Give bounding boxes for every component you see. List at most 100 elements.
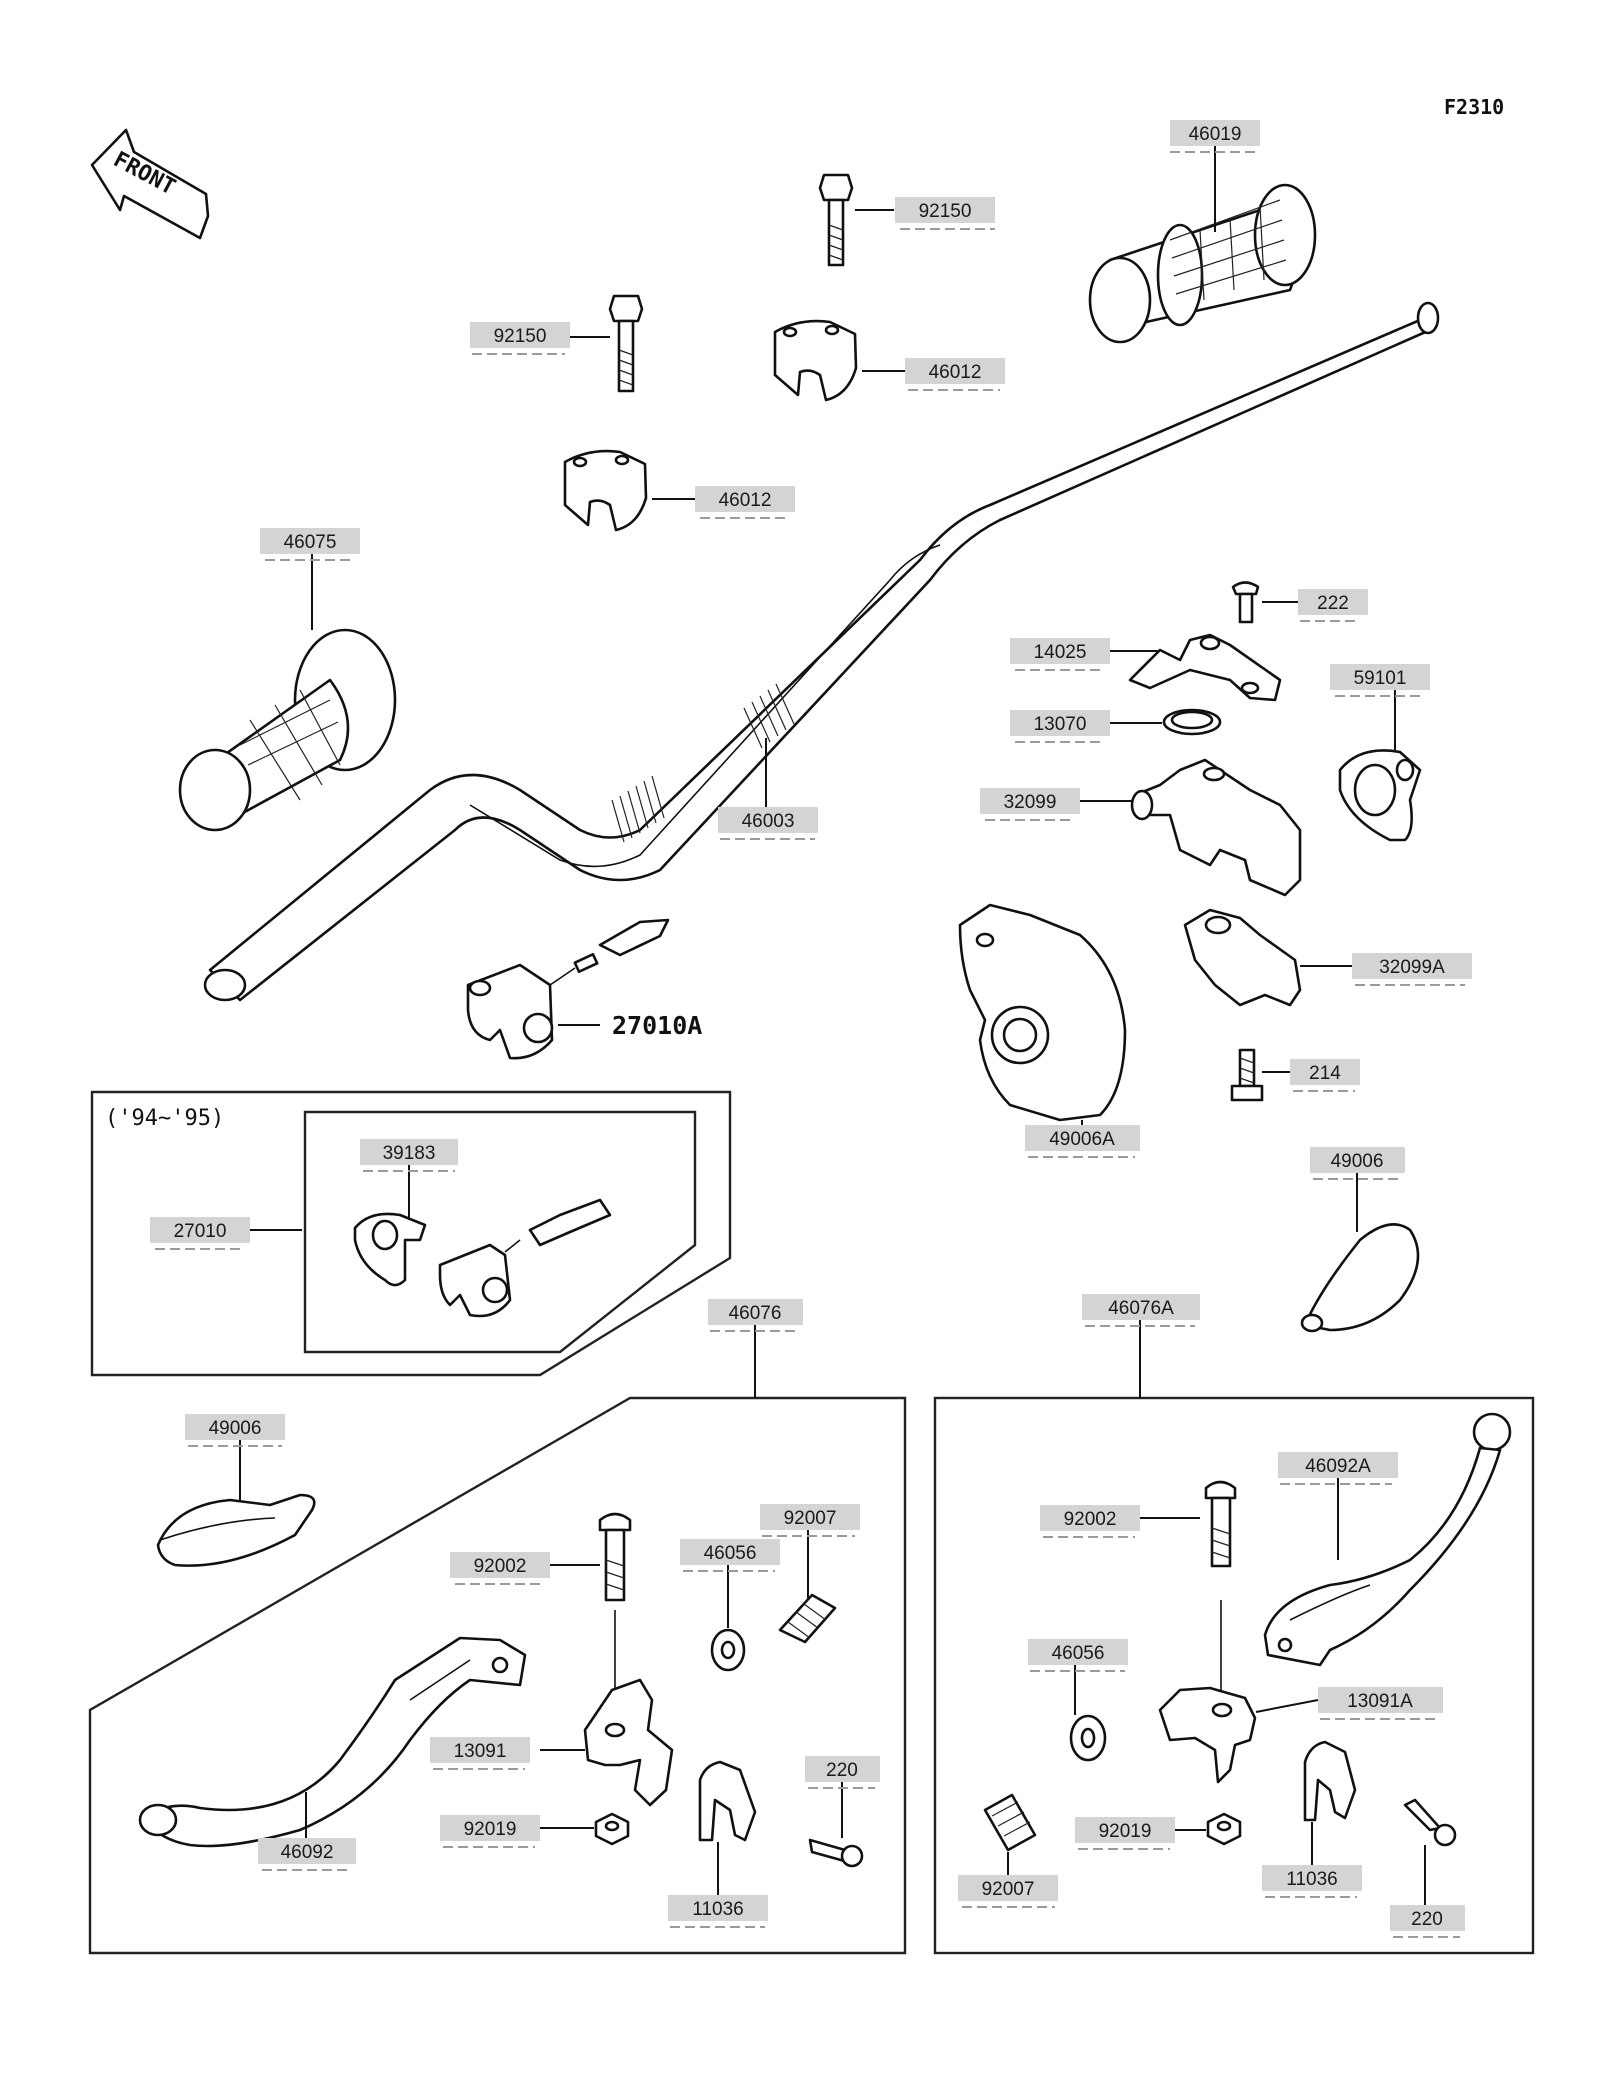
bolt-92150-upper: [818, 173, 854, 267]
holder-13091A: [1158, 1686, 1257, 1784]
svg-text:46092: 46092: [281, 1842, 334, 1863]
svg-text:13091A: 13091A: [1347, 1691, 1413, 1712]
part-label-214: 214: [1290, 1059, 1360, 1092]
svg-text:214: 214: [1309, 1063, 1341, 1084]
svg-text:92007: 92007: [784, 1508, 837, 1529]
svg-text:46003: 46003: [742, 811, 795, 832]
part-label-46076: 46076: [708, 1299, 803, 1332]
part-label-27010A: 27010A: [612, 1011, 702, 1040]
figure-code: F2310: [1444, 95, 1504, 119]
lever-46092: [138, 1636, 527, 1848]
holder-32099A: [1183, 908, 1302, 1007]
svg-text:46076: 46076: [729, 1303, 782, 1324]
part-label-46056-left: 46056: [680, 1539, 780, 1572]
part-label-14025: 14025: [1010, 638, 1110, 671]
svg-text:222: 222: [1317, 593, 1349, 614]
nut-92019-right: [1206, 1812, 1242, 1846]
clamp-59101: [1338, 749, 1422, 842]
collar-46056-right: [1069, 1714, 1107, 1762]
part-label-220-right: 220: [1390, 1905, 1465, 1938]
switch-27010: [438, 1198, 612, 1318]
part-label-49006-right: 49006: [1310, 1147, 1405, 1180]
svg-text:46056: 46056: [1052, 1643, 1105, 1664]
clamp-46012-upper: [773, 319, 858, 402]
svg-text:92019: 92019: [1099, 1821, 1152, 1842]
lever-46092A: [1263, 1412, 1512, 1667]
part-label-46092A: 46092A: [1278, 1452, 1398, 1485]
svg-text:220: 220: [1411, 1909, 1443, 1930]
ring-13070: [1162, 708, 1222, 736]
part-label-92019-left: 92019: [440, 1815, 540, 1848]
svg-text:27010A: 27010A: [612, 1011, 702, 1040]
svg-text:49006: 49006: [209, 1418, 262, 1439]
part-label-92007-right: 92007: [958, 1875, 1058, 1908]
year-note: ('94~'95): [105, 1106, 224, 1131]
part-label-49006-left: 49006: [185, 1414, 285, 1447]
screw-220-right: [1403, 1798, 1457, 1847]
bolt-92002-right: [1204, 1480, 1237, 1568]
holder-32099: [1130, 758, 1302, 897]
leader-lines: [239, 146, 1426, 1905]
part-label-46012-upper: 46012: [905, 358, 1005, 391]
part-label-222: 222: [1298, 589, 1368, 622]
svg-text:11036: 11036: [692, 1899, 743, 1920]
part-label-39183: 39183: [360, 1139, 458, 1172]
svg-text:46075: 46075: [284, 532, 337, 553]
clamp-11036-right: [1303, 1740, 1357, 1822]
svg-text:27010: 27010: [174, 1221, 227, 1242]
collar-46056-left: [710, 1628, 746, 1672]
part-label-92002-left: 92002: [450, 1552, 550, 1585]
right-grip-46019: [1088, 183, 1317, 344]
part-label-46003: 46003: [718, 807, 818, 840]
part-label-27010: 27010: [150, 1217, 250, 1250]
part-label-13070: 13070: [1010, 710, 1110, 743]
nut-92019-left: [594, 1812, 630, 1846]
part-label-13091A: 13091A: [1318, 1687, 1443, 1720]
handlebar-46003: [203, 301, 1440, 1002]
svg-text:39183: 39183: [383, 1143, 436, 1164]
svg-text:32099A: 32099A: [1379, 957, 1445, 978]
svg-text:46056: 46056: [704, 1543, 757, 1564]
part-label-46019: 46019: [1170, 120, 1260, 153]
clamp-11036-left: [698, 1760, 757, 1842]
screw-220-left: [808, 1838, 864, 1868]
svg-text:32099: 32099: [1004, 792, 1057, 813]
svg-text:59101: 59101: [1354, 668, 1407, 689]
part-label-220-left: 220: [805, 1756, 880, 1789]
switch-27010A: [466, 918, 670, 1060]
housing-49006A: [958, 903, 1127, 1122]
left-grip-46075: [178, 628, 397, 832]
part-label-46012-lower: 46012: [695, 486, 795, 519]
svg-text:46076A: 46076A: [1108, 1298, 1174, 1319]
part-label-92007-left: 92007: [760, 1504, 860, 1537]
part-label-46092: 46092: [258, 1838, 356, 1871]
bolt-92002-left: [598, 1512, 632, 1602]
svg-text:46092A: 46092A: [1305, 1456, 1371, 1477]
svg-text:92002: 92002: [474, 1556, 527, 1577]
part-label-32099: 32099: [980, 788, 1080, 821]
svg-text:13070: 13070: [1034, 714, 1087, 735]
year-variant-inner-box: [303, 1110, 697, 1354]
part-label-46076A: 46076A: [1082, 1294, 1200, 1327]
svg-text:92019: 92019: [464, 1819, 517, 1840]
svg-text:49006: 49006: [1331, 1151, 1384, 1172]
svg-text:11036: 11036: [1286, 1869, 1337, 1890]
svg-text:92002: 92002: [1064, 1509, 1117, 1530]
screw-214: [1230, 1048, 1264, 1102]
part-label-92150-upper: 92150: [895, 197, 995, 230]
svg-text:92007: 92007: [982, 1879, 1035, 1900]
part-label-59101: 59101: [1330, 664, 1430, 697]
svg-text:13091: 13091: [454, 1741, 507, 1762]
svg-text:46012: 46012: [929, 362, 982, 383]
lever-assembly-box-left: [88, 1396, 907, 1955]
svg-text:220: 220: [826, 1760, 858, 1781]
svg-text:46019: 46019: [1189, 124, 1242, 145]
svg-text:92150: 92150: [494, 326, 547, 347]
bracket-14025: [1128, 633, 1282, 702]
part-label-13091: 13091: [430, 1737, 530, 1770]
part-label-92150-lower: 92150: [470, 322, 570, 355]
clamp-39183: [353, 1212, 427, 1287]
svg-text:92150: 92150: [919, 201, 972, 222]
front-arrow-icon: FRONT: [90, 128, 210, 240]
